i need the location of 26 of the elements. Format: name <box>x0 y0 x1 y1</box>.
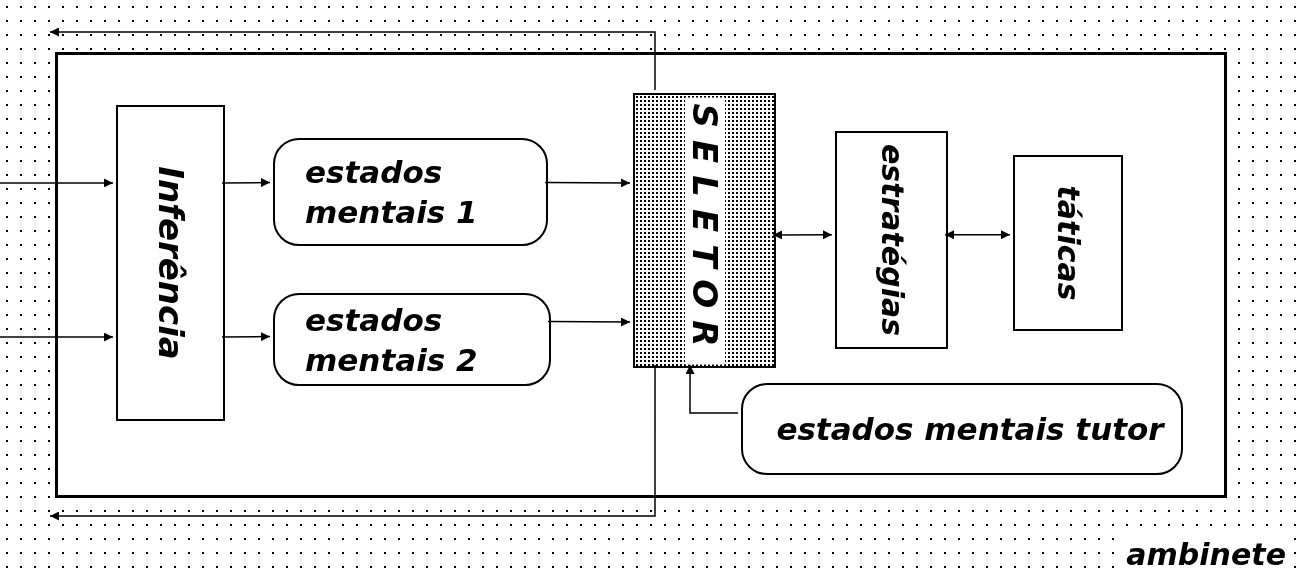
arrow <box>772 230 833 240</box>
arrow <box>944 230 1011 240</box>
node-label: estados mentais tutor <box>775 410 1166 449</box>
node-label: estratégias <box>874 143 909 337</box>
state-box <box>273 293 551 386</box>
arrow <box>221 332 271 342</box>
process-box <box>116 105 225 421</box>
process-box <box>835 131 948 349</box>
state-box <box>741 383 1183 475</box>
arrow <box>221 178 271 188</box>
node-label: estados mentais 2 <box>305 300 479 380</box>
arrow <box>0 178 114 188</box>
selector-box <box>633 93 776 368</box>
arrow <box>544 178 631 188</box>
agent-box <box>55 52 1227 498</box>
node-label: Inferência <box>150 166 191 360</box>
arrow <box>685 364 739 414</box>
arrow <box>49 27 656 91</box>
node-label: estados mentais 1 <box>305 153 479 232</box>
state-box <box>273 138 548 246</box>
node-label: SELETOR <box>684 97 725 364</box>
arrow <box>49 364 656 521</box>
arrow <box>0 332 114 342</box>
arrow <box>547 317 631 327</box>
node-label: táticas <box>1050 185 1086 301</box>
process-box <box>1013 155 1123 331</box>
